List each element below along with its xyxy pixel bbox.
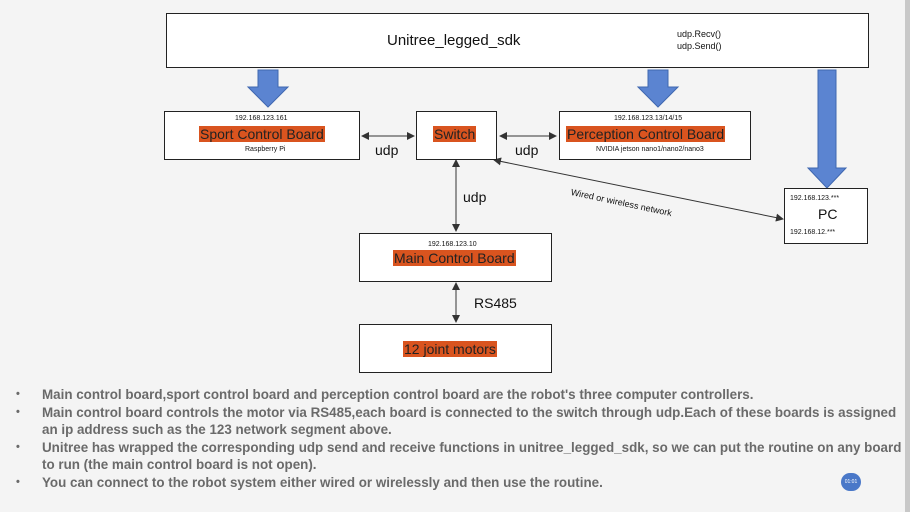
pc-box: 192.168.123.*** PC 192.168.12.*** — [784, 188, 868, 244]
pc-ip-1: 192.168.123.*** — [790, 195, 840, 202]
sdk-recv: udp.Recv() — [677, 29, 722, 39]
sport-control-board: 192.168.123.161 Sport Control Board Rasp… — [164, 111, 360, 160]
sport-ip: 192.168.123.161 — [235, 115, 288, 122]
switch-pc-link — [493, 157, 784, 222]
switch-box: Switch — [416, 111, 497, 160]
main-control-board: 192.168.123.10 Main Control Board — [359, 233, 552, 282]
udp-down-label: udp — [463, 189, 487, 205]
sdk-title: Unitree_legged_sdk — [387, 32, 521, 49]
sdk-send: udp.Send() — [677, 41, 722, 51]
window-edge — [905, 0, 910, 512]
pc-label: PC — [818, 206, 838, 222]
pc-ip-2: 192.168.12.*** — [790, 229, 836, 236]
sdk-to-sport-arrow — [246, 69, 290, 108]
switch-label: Switch — [433, 126, 477, 142]
main-ip: 192.168.123.10 — [428, 241, 477, 248]
main-label: Main Control Board — [393, 250, 516, 266]
motors-label: 12 joint motors — [403, 341, 497, 357]
joint-motors-box: 12 joint motors — [359, 324, 552, 373]
sdk-to-perception-arrow — [636, 69, 680, 108]
perception-label: Perception Control Board — [566, 126, 726, 142]
udp-left-label: udp — [375, 142, 399, 158]
bullet-item: •Main control board,sport control board … — [16, 387, 754, 402]
bullet-item: •You can connect to the robot system eit… — [16, 474, 603, 490]
bullet-text: Main control board controls the motor vi… — [42, 404, 897, 438]
sdk-to-pc-arrow — [806, 69, 848, 189]
bullet-text: You can connect to the robot system eith… — [42, 474, 603, 490]
sport-label: Sport Control Board — [199, 126, 325, 142]
sport-sub: Raspberry Pi — [245, 146, 286, 153]
udp-right-label: udp — [515, 142, 539, 158]
bullet-text: Unitree has wrapped the corresponding ud… — [42, 439, 902, 473]
bullet-item: •Unitree has wrapped the corresponding u… — [16, 439, 902, 473]
timer-badge[interactable]: 01:01 — [841, 473, 861, 491]
bullet-text: Main control board,sport control board a… — [42, 387, 754, 402]
rs485-label: RS485 — [474, 295, 517, 311]
perception-control-board: 192.168.123.13/14/15 Perception Control … — [559, 111, 751, 160]
bullet-item: •Main control board controls the motor v… — [16, 404, 897, 438]
bullet-list: •Main control board,sport control board … — [14, 386, 904, 491]
perception-ip: 192.168.123.13/14/15 — [614, 115, 683, 122]
perception-sub: NVIDIA jetson nano1/nano2/nano3 — [596, 146, 704, 153]
sdk-box: Unitree_legged_sdk udp.Recv() udp.Send() — [166, 13, 869, 68]
